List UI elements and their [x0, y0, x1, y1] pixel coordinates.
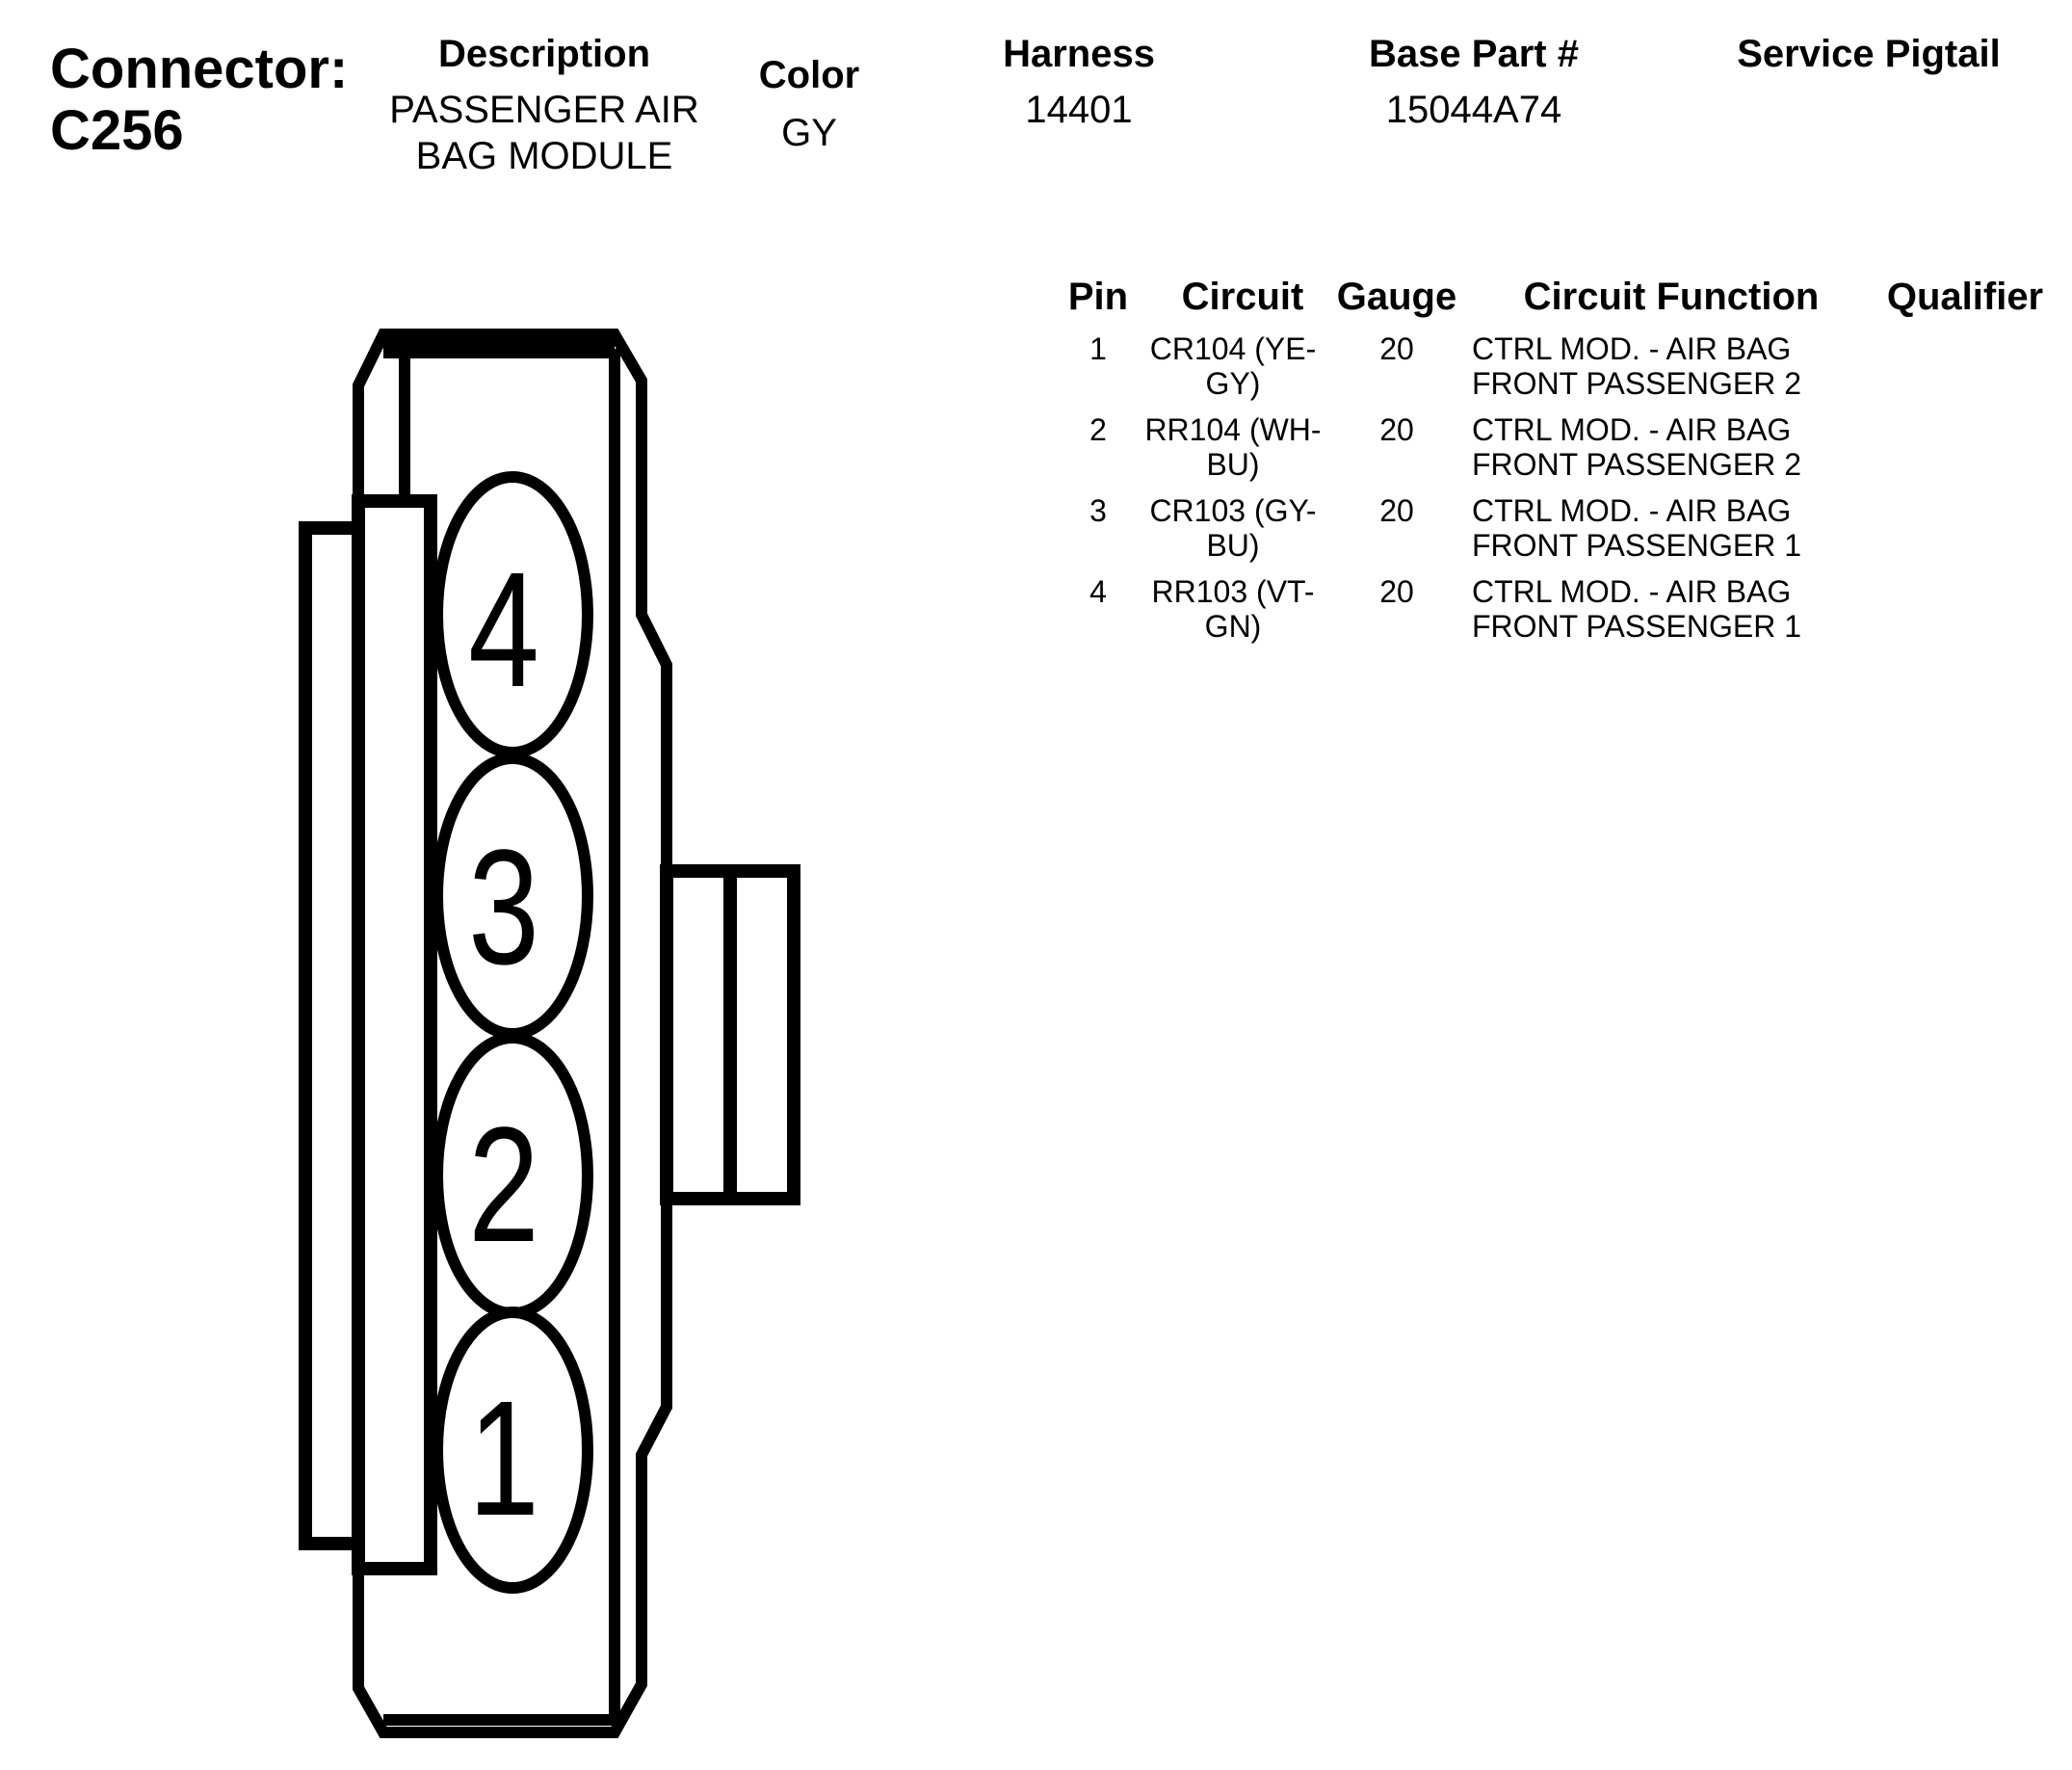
pin-label-2: 2 — [468, 1094, 539, 1277]
row-function: CTRL MOD. - AIR BAG — [1472, 412, 1792, 447]
row-circuit-cont: BU) — [1206, 528, 1260, 563]
left-latch-inner — [352, 494, 437, 1575]
description-line-1: PASSENGER AIR — [389, 89, 699, 131]
row-pin: 3 — [1089, 493, 1107, 528]
row-function-cont: FRONT PASSENGER 2 — [1472, 447, 1801, 482]
row-function-cont: FRONT PASSENGER 1 — [1472, 609, 1801, 644]
row-gauge: 20 — [1379, 493, 1414, 528]
pin-label-4: 4 — [468, 539, 539, 722]
row-gauge: 20 — [1379, 574, 1414, 609]
row-circuit-cont: GY) — [1205, 366, 1261, 401]
description-label: Description — [437, 33, 651, 75]
row-gauge: 20 — [1379, 331, 1414, 366]
base-part-value: 15044A74 — [1385, 89, 1562, 131]
pin-label-3: 3 — [468, 816, 539, 999]
row-function: CTRL MOD. - AIR BAG — [1472, 493, 1792, 528]
harness-label: Harness — [1003, 33, 1155, 75]
color-value: GY — [781, 112, 837, 154]
connector-id: C256 — [50, 99, 184, 162]
color-label: Color — [758, 54, 860, 96]
row-function-cont: FRONT PASSENGER 1 — [1472, 528, 1801, 563]
row-circuit: RR104 (WH- — [1144, 412, 1322, 447]
col-header-gauge: Gauge — [1336, 276, 1457, 318]
service-pigtail-label: Service Pigtail — [1737, 33, 2001, 75]
row-pin: 2 — [1089, 412, 1107, 447]
col-header-function: Circuit Function — [1523, 276, 1820, 318]
row-circuit-cont: GN) — [1204, 609, 1262, 644]
description-line-2: BAG MODULE — [415, 135, 673, 177]
row-function: CTRL MOD. - AIR BAG — [1472, 331, 1792, 366]
pin-cavity-1 — [432, 1307, 593, 1594]
connector-label: Connector: — [50, 38, 349, 100]
connector-housing — [353, 329, 672, 1738]
col-header-qualifier: Qualifier — [1886, 276, 2044, 318]
row-pin: 1 — [1089, 331, 1107, 366]
base-part-label: Base Part # — [1369, 33, 1579, 75]
row-circuit: RR103 (VT- — [1151, 574, 1315, 609]
row-circuit: CR104 (YE- — [1149, 331, 1317, 366]
harness-value: 14401 — [1025, 89, 1133, 131]
row-pin: 4 — [1089, 574, 1107, 609]
col-header-pin: Pin — [1067, 276, 1129, 318]
row-gauge: 20 — [1379, 412, 1414, 447]
row-function-cont: FRONT PASSENGER 2 — [1472, 366, 1801, 401]
row-function: CTRL MOD. - AIR BAG — [1472, 574, 1792, 609]
col-header-circuit: Circuit — [1181, 276, 1304, 318]
row-circuit-cont: BU) — [1206, 447, 1260, 482]
row-circuit: CR103 (GY- — [1149, 493, 1317, 528]
pin-label-1: 1 — [468, 1367, 539, 1550]
